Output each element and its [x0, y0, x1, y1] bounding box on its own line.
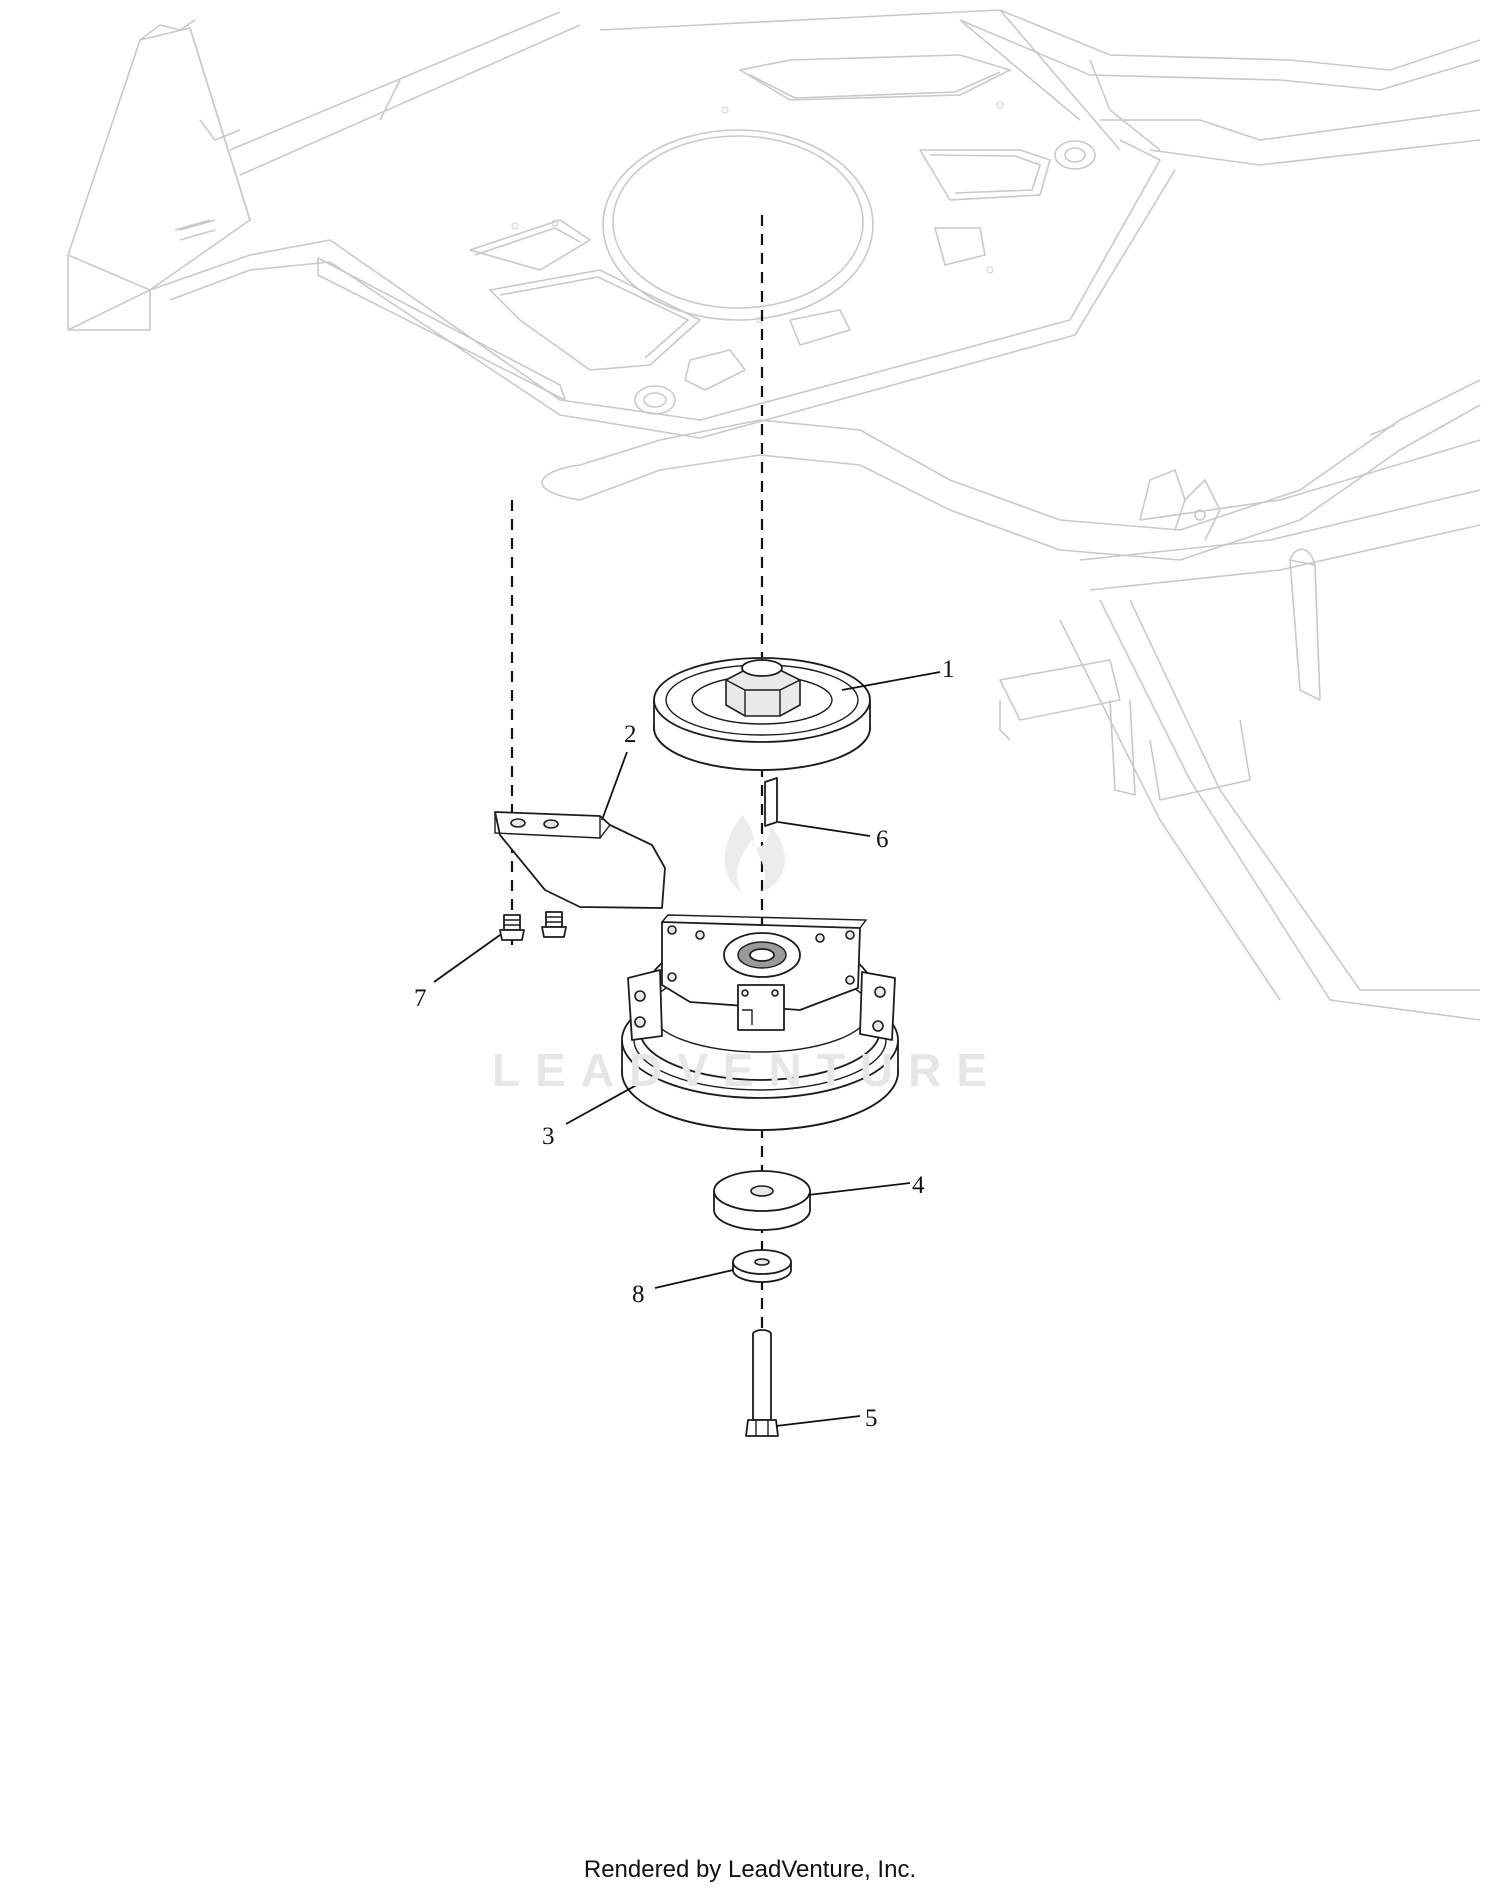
footer-credit: Rendered by LeadVenture, Inc. [583, 1856, 917, 1883]
mower-frame-outline [67, 9, 1481, 1021]
screw-parts [499, 911, 567, 941]
callout-1: 1 [942, 656, 955, 683]
callout-5: 5 [865, 1405, 878, 1432]
callout-6: 6 [876, 826, 889, 853]
callout-7: 7 [414, 985, 427, 1012]
callout-8: 8 [632, 1281, 645, 1308]
leader-8 [654, 1269, 734, 1289]
leader-4 [807, 1182, 911, 1196]
callout-4: 4 [912, 1172, 925, 1199]
watermark-text: LEADVENTURE [492, 1044, 1002, 1096]
flame-icon [724, 815, 785, 892]
leader-2 [601, 751, 628, 821]
callout-labels: 1 2 3 4 5 6 7 8 [414, 656, 955, 1432]
callout-3: 3 [542, 1123, 555, 1150]
assembly-center-lines [510, 215, 764, 1420]
leader-7 [433, 934, 501, 983]
leader-5 [775, 1415, 861, 1427]
leader-1 [841, 671, 941, 691]
spacer-part [713, 1170, 811, 1231]
clutch-part [621, 914, 899, 1131]
leader-lines [433, 671, 941, 1427]
watermark-logo: LEADVENTURE [492, 815, 1002, 1096]
bolt-part [745, 1329, 779, 1437]
bracket-part [494, 811, 666, 909]
key-part [764, 777, 778, 827]
leader-6 [777, 821, 871, 837]
pulley-part [653, 657, 871, 771]
callout-2: 2 [624, 721, 637, 748]
leader-3 [565, 1081, 643, 1125]
washer-part [732, 1249, 792, 1283]
